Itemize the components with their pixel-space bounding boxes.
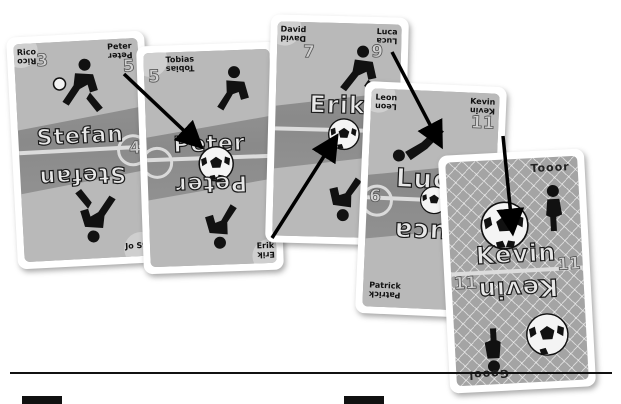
side-number: 6 — [369, 192, 381, 204]
card-face: Rico Rico 3 Peter Peter 5 4 Ste — [13, 38, 148, 262]
corner-name-left: Leon Leon — [375, 92, 397, 111]
corner-number-right: 5 — [123, 62, 135, 74]
corner-name-bottom-right: Erik Erik — [256, 241, 274, 260]
soccer-ball-icon — [326, 117, 361, 152]
corner-name-left: Rico Rico — [17, 47, 37, 66]
player-name-label-inverted: Leon — [375, 101, 397, 111]
player-name-inverted: Peter — [147, 169, 274, 198]
divider-line — [10, 372, 612, 374]
corner-number: 5 — [148, 73, 160, 84]
player-card-stefan[interactable]: Rico Rico 3 Peter Peter 5 4 Ste — [6, 31, 156, 270]
card-face: Tobias Tobias 5 Peter Peter — [143, 49, 276, 267]
jersey-number: 7 — [303, 42, 315, 62]
corner-number-left: 7 — [303, 48, 315, 59]
player-name-label-inverted: Tobias — [166, 63, 195, 73]
jersey-number: 5 — [148, 67, 161, 87]
player-name-label-inverted: Erik — [257, 250, 275, 260]
player-kicking-icon — [204, 63, 266, 125]
player-celebrating-icon — [532, 182, 575, 234]
goal-card-kevin[interactable]: Tooor 11 11 Kevin Kevin — [438, 148, 596, 393]
corner-number-right: 11 — [470, 119, 494, 131]
soccer-ball-icon — [523, 310, 571, 358]
card-face: Tooor 11 11 Kevin Kevin — [445, 156, 589, 387]
corner-name-top: Tobias Tobias — [165, 54, 194, 73]
corner-name-left: David David — [280, 24, 306, 43]
goal-shout-text: Tooor — [530, 160, 570, 175]
player-kicking-icon — [189, 200, 251, 252]
player-card-peter[interactable]: Tobias Tobias 5 Peter Peter — [136, 42, 284, 275]
jersey-number: 5 — [122, 56, 135, 77]
jersey-number: 11 — [470, 113, 495, 134]
player-kicking-icon — [61, 184, 134, 248]
player-name-label: Jo — [125, 241, 134, 250]
player-name-label-inverted: Rico — [17, 56, 37, 66]
corner-name-bottom-left: Patrick Patrick — [369, 280, 401, 299]
player-name-label-inverted: Patrick — [369, 289, 401, 299]
goal-shout-text-inverted: Goool — [468, 367, 509, 382]
player-kicking-icon — [44, 53, 118, 127]
